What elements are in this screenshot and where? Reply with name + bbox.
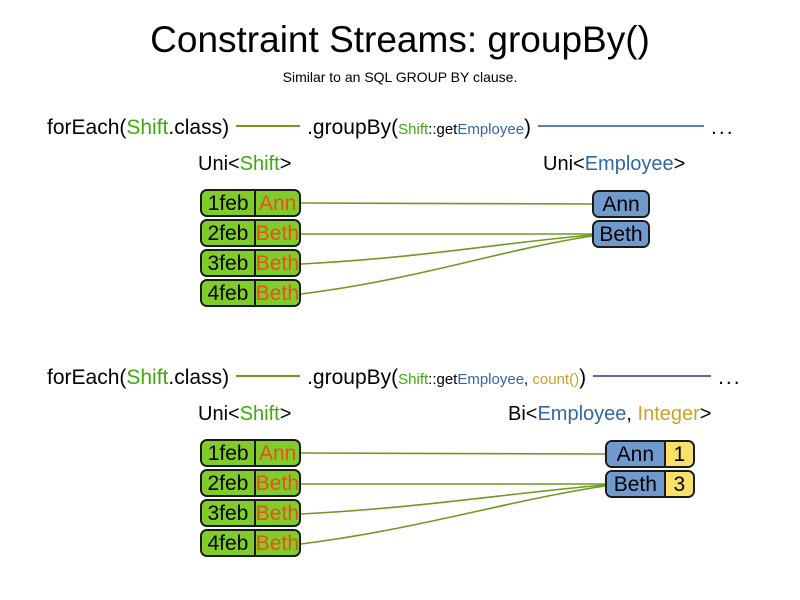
type-generic-shift: Shift [239, 403, 280, 425]
connector-green-rule-1 [236, 125, 301, 128]
shift-box[interactable]: 2feb Beth [200, 469, 301, 497]
type-suffix: > [279, 403, 292, 425]
mapper-comma: , [524, 371, 533, 388]
shift-box[interactable]: 4feb Beth [200, 279, 301, 307]
employee-name: Beth [594, 222, 648, 246]
shift-box[interactable]: 1feb Ann [200, 439, 301, 467]
type-prefix: Uni< [543, 153, 585, 175]
mapper-separator: ::get [428, 371, 458, 388]
shift-employee-name: Ann [254, 191, 299, 215]
for-each-close: .class) [168, 366, 230, 389]
employee-shift-count: 3 [663, 472, 693, 496]
for-each-class-shift: Shift [126, 116, 169, 139]
shift-date: 3feb [202, 501, 254, 525]
connector-purple-rule-2 [593, 375, 712, 378]
shift-date: 1feb [202, 191, 255, 215]
page-subtitle: Similar to an SQL GROUP BY clause. [282, 69, 518, 85]
link-4feb-beth [300, 235, 593, 295]
employee-count-box[interactable]: Ann 1 [605, 440, 695, 468]
shift-employee-name: Beth [253, 471, 299, 495]
code-line-groupby-count: forEach(Shift.class).groupBy(Shift::getE… [47, 364, 767, 392]
link2-3feb-beth [300, 484, 606, 515]
mapper-property-employee: Employee [457, 371, 525, 388]
shift-employee-name: Beth [253, 251, 299, 275]
type-generic-shift: Shift [239, 153, 280, 175]
shift-box[interactable]: 3feb Beth [200, 499, 301, 527]
shift-box[interactable]: 4feb Beth [200, 529, 301, 557]
section-2-links [300, 452, 606, 545]
link-1feb-ann [300, 202, 593, 205]
type-label-uni-employee-1: Uni<Employee> [543, 152, 685, 176]
type-suffix: > [279, 153, 292, 175]
shift-employee-name: Beth [253, 501, 299, 525]
shift-date: 4feb [202, 281, 254, 305]
type-generic-employee: Employee [584, 153, 674, 175]
section-1-links [300, 202, 593, 295]
shift-employee-name: Beth [253, 221, 299, 245]
type-suffix: > [673, 153, 686, 175]
type-label-bi-employee-integer: Bi<Employee, Integer> [508, 402, 711, 426]
type-prefix: Uni< [198, 403, 240, 425]
for-each-open: forEach( [47, 366, 127, 389]
mapper-class-shift: Shift [398, 371, 429, 388]
shift-box[interactable]: 1feb Ann [200, 189, 301, 217]
employee-name: Beth [607, 472, 664, 496]
ellipsis-1: ... [711, 116, 735, 139]
link2-1feb-ann [300, 452, 606, 455]
connector-blue-rule-1 [538, 125, 705, 128]
shift-box[interactable]: 2feb Beth [200, 219, 301, 247]
shift-date: 2feb [202, 471, 254, 495]
shift-date: 3feb [202, 251, 254, 275]
type-label-uni-shift-2: Uni<Shift> [198, 402, 291, 426]
type-middle: , [626, 403, 638, 425]
shift-date: 1feb [202, 441, 255, 465]
shift-date: 4feb [202, 531, 254, 555]
for-each-class-shift: Shift [126, 366, 169, 389]
code-line-groupby-single: forEach(Shift.class).groupBy(Shift::getE… [47, 114, 767, 142]
mapper-property-employee: Employee [457, 121, 525, 138]
employee-name: Ann [594, 192, 648, 216]
shift-employee-name: Beth [253, 281, 299, 305]
link-3feb-beth [300, 234, 593, 265]
type-prefix: Bi< [508, 403, 538, 425]
shift-employee-name: Beth [253, 531, 299, 555]
link2-4feb-beth [300, 485, 606, 545]
group-by-close: ) [579, 366, 587, 389]
shift-box[interactable]: 3feb Beth [200, 249, 301, 277]
type-generic-integer: Integer [637, 403, 700, 425]
group-by-open: .groupBy( [307, 366, 399, 389]
shift-employee-name: Ann [254, 441, 299, 465]
type-label-uni-shift-1: Uni<Shift> [198, 152, 291, 176]
shift-date: 2feb [202, 221, 254, 245]
employee-shift-count: 1 [663, 442, 693, 466]
type-suffix: > [699, 403, 712, 425]
employee-group-box[interactable]: Beth [592, 220, 650, 248]
ellipsis-2: ... [718, 366, 742, 389]
type-prefix: Uni< [198, 153, 240, 175]
for-each-close: .class) [168, 116, 230, 139]
employee-name: Ann [607, 442, 664, 466]
mapper-class-shift: Shift [398, 121, 429, 138]
mapper-separator: ::get [428, 121, 458, 138]
collector-count: count() [532, 371, 580, 388]
for-each-open: forEach( [47, 116, 127, 139]
employee-group-box[interactable]: Ann [592, 190, 650, 218]
group-by-close: ) [524, 116, 532, 139]
employee-count-box[interactable]: Beth 3 [605, 470, 695, 498]
type-generic-employee: Employee [537, 403, 627, 425]
group-by-open: .groupBy( [307, 116, 399, 139]
page-title: Constraint Streams: groupBy() [150, 19, 650, 60]
connector-green-rule-2 [236, 375, 301, 378]
